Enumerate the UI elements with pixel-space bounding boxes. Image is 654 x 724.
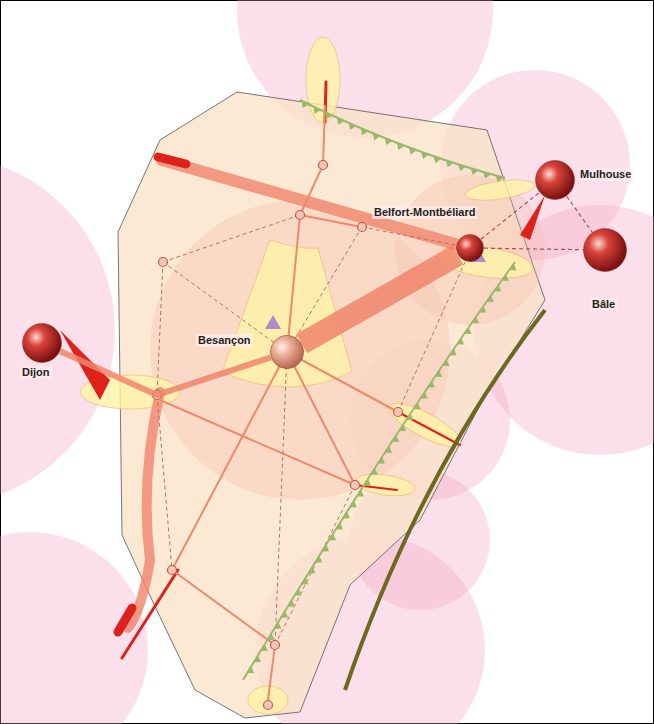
mountain-ridge [243,262,515,680]
city-node: Belfort-Montbéliard [456,234,484,262]
link [484,248,583,249]
small-towns [153,161,403,710]
city-node: Bâle [583,228,627,272]
border-line [345,310,545,690]
roads [60,82,545,658]
metro-area [395,175,545,325]
dashed-links [157,215,465,645]
ridge-teeth [247,264,516,674]
city-sphere [583,228,627,272]
link [567,196,593,232]
city-sphere [535,160,575,200]
flow-zones [80,37,536,714]
network-lines [160,105,398,700]
mountain-ridge [300,100,505,178]
city-name: Belfort-Montbéliard [372,206,477,219]
city-node: Besançon [270,335,304,369]
link [302,255,458,344]
ridge-teeth [302,101,504,182]
city-node: Dijon [22,323,62,363]
city-name: Bâle [590,298,617,311]
city-name: Dijon [20,366,52,379]
region-outline [118,92,545,718]
city-name: Mulhouse [578,168,633,181]
link [60,351,271,395]
link [481,192,539,239]
city-sphere [456,234,484,262]
city-name: Besançon [196,334,253,347]
city-sphere [22,323,62,363]
city-node: Mulhouse [535,160,575,200]
city-sphere [270,335,304,369]
